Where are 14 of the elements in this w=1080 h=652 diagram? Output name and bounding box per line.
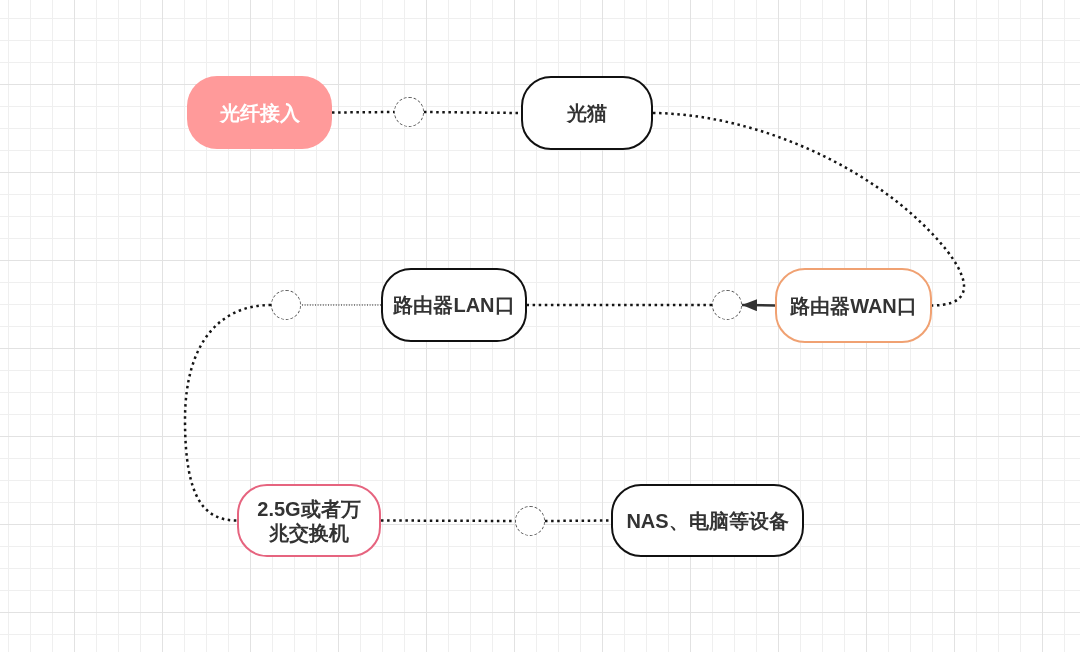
dotted-connector bbox=[183, 303, 272, 522]
dotted-connector bbox=[300, 304, 382, 306]
dotted-connector bbox=[527, 303, 712, 307]
dotted-connector bbox=[652, 111, 966, 307]
rounded-box: 2.5G或者万兆交换机 bbox=[237, 484, 381, 557]
rounded-box: 路由器WAN口 bbox=[775, 268, 932, 343]
rounded-box: 光猫 bbox=[521, 76, 653, 150]
dotted-connector bbox=[545, 519, 611, 523]
rounded-box: NAS、电脑等设备 bbox=[611, 484, 804, 557]
rounded-box: 路由器LAN口 bbox=[381, 268, 527, 342]
dotted-connector bbox=[381, 519, 515, 523]
rounded-box: 光纤接入 bbox=[187, 76, 332, 149]
dotted-connector bbox=[424, 110, 521, 115]
arrow bbox=[742, 299, 775, 312]
